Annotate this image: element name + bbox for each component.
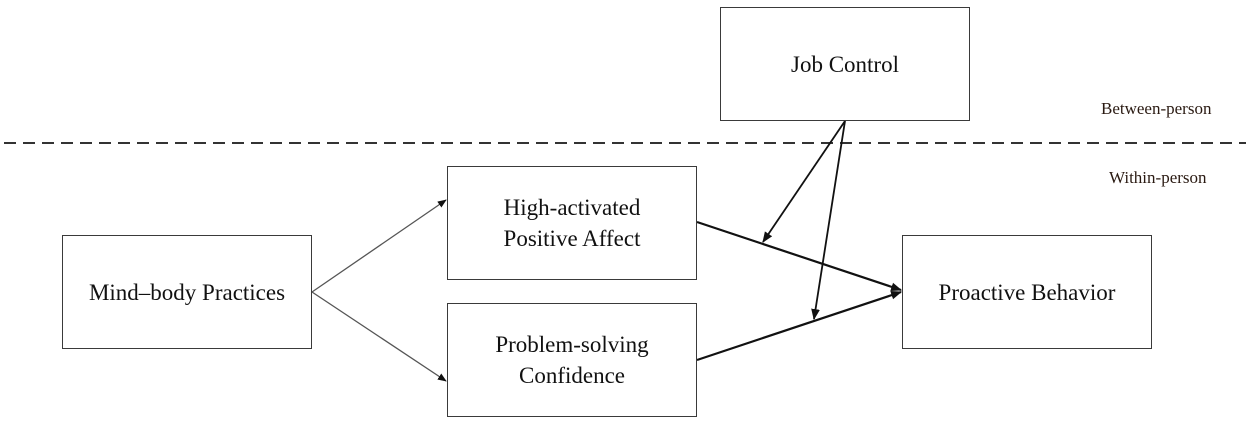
edge-mindbody-to-psc (311, 291, 447, 382)
edge-hapa-to-proactive (696, 220, 903, 292)
node-high-activated-positive-affect: High-activated Positive Affect (447, 166, 697, 280)
edge-jobcontrol-moderates-hapa (762, 120, 846, 243)
node-proactive-behavior-label: Proactive Behavior (938, 279, 1116, 305)
level-label-within-person: Within-person (1109, 168, 1207, 187)
edge-psc-to-proactive (696, 290, 903, 362)
node-high-activated-positive-affect-label: High-activated Positive Affect (503, 195, 641, 251)
level-label-between-person: Between-person (1101, 99, 1212, 118)
node-proactive-behavior: Proactive Behavior (902, 235, 1152, 349)
node-problem-solving-confidence-label: Problem-solving Confidence (495, 332, 649, 388)
edge-mindbody-to-hapa (311, 199, 447, 293)
node-job-control-label: Job Control (791, 51, 899, 77)
node-mind-body-practices: Mind–body Practices (62, 235, 312, 349)
node-mind-body-practices-label: Mind–body Practices (88, 279, 286, 305)
node-problem-solving-confidence: Problem-solving Confidence (447, 303, 697, 417)
edge-jobcontrol-moderates-psc (811, 120, 846, 321)
node-job-control: Job Control (720, 7, 970, 121)
